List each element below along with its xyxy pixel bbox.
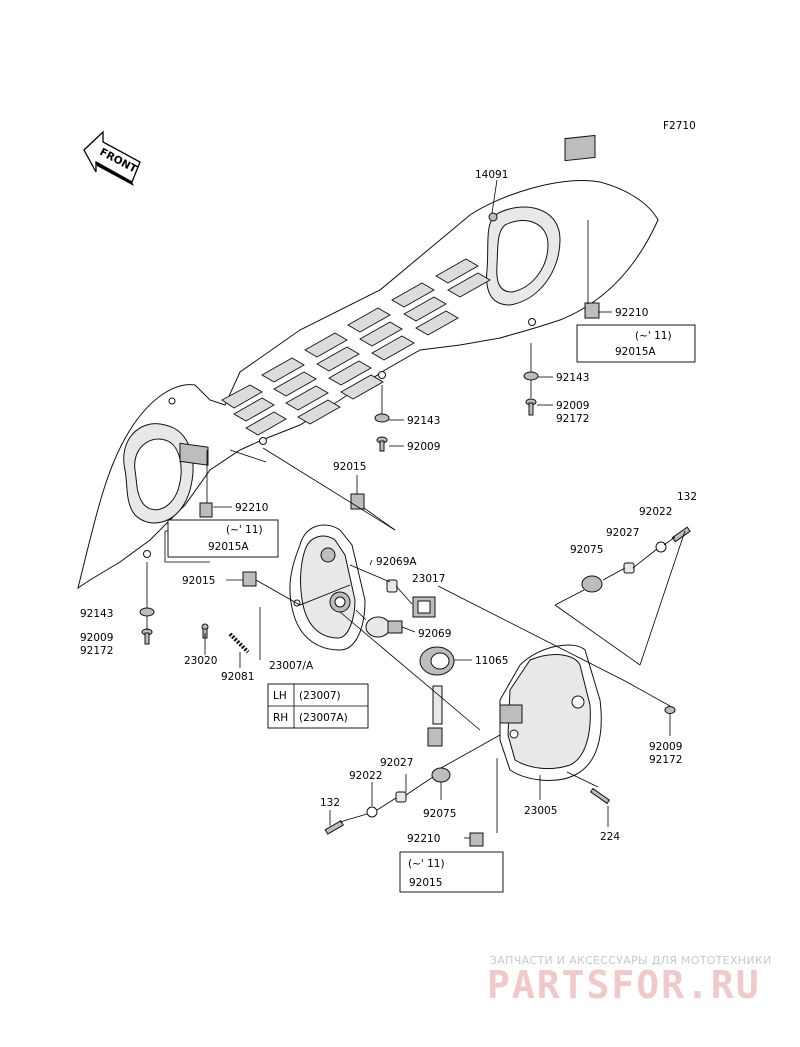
grommet-icon xyxy=(431,767,451,783)
part-label: 11065 xyxy=(475,655,508,667)
headlight-housing-icon xyxy=(499,644,602,781)
watermark-tagline: ЗАПЧАСТИ И АКСЕССУАРЫ ДЛЯ МОТОТЕХНИКИ xyxy=(490,954,772,967)
part-labels: 14091 92210 (~' 11) 92015A 92143 92009 9… xyxy=(80,169,697,889)
bulb-icon xyxy=(386,579,398,593)
front-arrow-icon: FRONT xyxy=(83,130,141,186)
part-label: 92015 xyxy=(409,877,442,889)
upper-cowl xyxy=(77,134,659,590)
part-label: 92143 xyxy=(80,608,113,620)
part-label: 92143 xyxy=(407,415,440,427)
boot-icon xyxy=(419,646,455,676)
part-label: 92015 xyxy=(333,461,366,473)
part-label: 92015 xyxy=(182,575,215,587)
grommet-icon xyxy=(581,575,603,593)
collar-icon xyxy=(623,562,635,574)
part-label: 92172 xyxy=(80,645,113,657)
table-side-lh: LH xyxy=(273,690,287,702)
note-box-left xyxy=(167,519,279,558)
part-label: 92143 xyxy=(556,372,589,384)
part-label: 23017 xyxy=(412,573,445,585)
part-label: 92027 xyxy=(606,527,639,539)
headlight-unit-icon xyxy=(289,524,366,651)
part-label: 132 xyxy=(677,491,697,503)
note-label: (~' 11) xyxy=(635,330,672,342)
clip-icon xyxy=(199,502,213,518)
clip-icon xyxy=(584,302,600,319)
table-part-lh: (23007) xyxy=(299,690,341,702)
part-label: 92009 xyxy=(649,741,682,753)
part-label: 92022 xyxy=(349,770,382,782)
note-box-top xyxy=(576,324,696,363)
part-label: 92009 xyxy=(556,400,589,412)
leader-lines xyxy=(146,179,686,883)
part-label: 23007/A xyxy=(269,660,314,672)
note-label: (~' 11) xyxy=(408,858,445,870)
part-label: 92015A xyxy=(208,541,249,553)
figure-code: F2710 xyxy=(663,120,696,132)
washer-icon xyxy=(139,607,155,617)
part-label: 92172 xyxy=(556,413,589,425)
washer-icon xyxy=(366,806,378,818)
part-label: 14091 xyxy=(475,169,508,181)
bolt-icon xyxy=(671,526,691,543)
part-label: 92075 xyxy=(570,544,603,556)
note-box-low xyxy=(399,851,504,893)
part-label: 92210 xyxy=(235,502,268,514)
watermark-logo: PARTSFOR.RU xyxy=(487,963,761,1007)
washer-icon xyxy=(374,413,390,423)
part-label: 92172 xyxy=(649,754,682,766)
part-label: 224 xyxy=(600,831,620,843)
note-label: (~' 11) xyxy=(226,524,263,536)
washer-icon xyxy=(523,371,539,381)
table-side-rh: RH xyxy=(273,712,288,724)
part-label: 23020 xyxy=(184,655,217,667)
part-label: 92081 xyxy=(221,671,254,683)
collar-icon xyxy=(395,791,407,803)
part-label: 92022 xyxy=(639,506,672,518)
bolt-icon xyxy=(324,820,344,835)
clip-icon xyxy=(350,493,365,510)
part-label: 92069A xyxy=(376,556,417,568)
table-part-rh: (23007A) xyxy=(299,712,348,724)
part-label: 92009 xyxy=(80,632,113,644)
spring-icon xyxy=(228,632,250,654)
washer-icon xyxy=(655,541,667,553)
clip-icon xyxy=(469,832,484,847)
screw-icon xyxy=(376,436,388,452)
clip-icon xyxy=(242,571,257,587)
part-label: 92009 xyxy=(407,441,440,453)
bulb-icon xyxy=(365,616,403,638)
part-label: 92210 xyxy=(615,307,648,319)
screw-icon xyxy=(525,398,537,416)
part-label: 92069 xyxy=(418,628,451,640)
part-label: 132 xyxy=(320,797,340,809)
screw-icon xyxy=(664,706,676,714)
watermark: ЗАПЧАСТИ И АКСЕССУАРЫ ДЛЯ МОТОТЕХНИКИ PA… xyxy=(487,954,772,1007)
screw-icon xyxy=(141,628,153,645)
side-table: LH (23007) RH (23007A) xyxy=(267,683,369,729)
part-label: 23005 xyxy=(524,805,557,817)
socket-icon xyxy=(412,596,436,618)
part-label: 92015A xyxy=(615,346,656,358)
harness-icon xyxy=(427,685,443,747)
part-label: 92210 xyxy=(407,833,440,845)
part-label: 92027 xyxy=(380,757,413,769)
part-label: 92075 xyxy=(423,808,456,820)
bolt-icon xyxy=(589,787,611,805)
